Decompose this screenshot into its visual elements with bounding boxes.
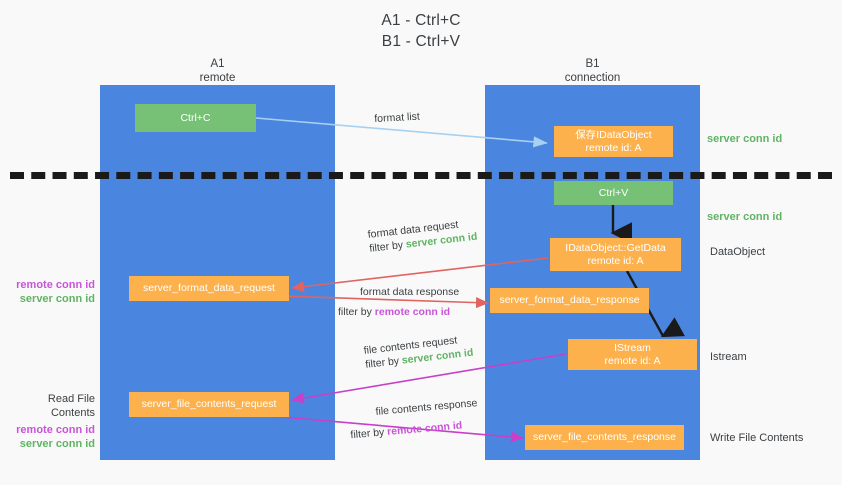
column-header-a1: A1 remote — [100, 58, 335, 85]
node-ctrl-v[interactable]: Ctrl+V — [554, 181, 673, 205]
annotation-read-file-contents: Read File Contents — [47, 393, 95, 419]
node-server-format-data-response-label: server_format_data_response — [499, 294, 640, 306]
annotation-format-remote-conn-id: remote conn id — [16, 279, 95, 291]
node-ctrl-c-label: Ctrl+C — [180, 111, 211, 124]
edge-label-format-data-response-line1: format data response — [360, 286, 460, 298]
column-b1-role: connection — [564, 71, 621, 84]
column-a1-role: remote — [199, 71, 236, 84]
edge-label-format-data-request-prefix: filter by — [368, 238, 407, 255]
node-server-file-contents-request[interactable]: server_file_contents_request — [129, 392, 289, 417]
annotation-server-conn-id-mid: server conn id — [707, 211, 783, 223]
annotation-istream: Istream — [710, 351, 747, 363]
annotation-server-conn-id-top: server conn id — [707, 133, 783, 145]
edge-label-file-contents-response-key: remote conn id — [386, 419, 463, 439]
edge-label-file-contents-response-line1: file contents response — [375, 397, 478, 418]
node-server-file-contents-response-label: server_file_contents_response — [532, 431, 676, 443]
node-server-format-data-response[interactable]: server_format_data_response — [490, 288, 649, 313]
node-save-idataobject[interactable]: 保存IDataObject remote id: A — [554, 126, 673, 157]
node-server-format-data-request-label: server_format_data_request — [143, 282, 275, 294]
annotation-file-remote-conn-id: remote conn id — [16, 424, 95, 436]
annotation-write-file-contents: Write File Contents — [710, 432, 804, 444]
annotation-group-format: remote conn id server conn id — [10, 278, 95, 306]
annotation-file-server-conn-id: server conn id — [19, 438, 95, 450]
column-header-b1: B1 connection — [485, 58, 700, 85]
node-istream-sub: remote id: A — [604, 354, 661, 367]
edge-label-format-data-response-line2: filter by remote conn id — [338, 305, 459, 319]
edge-label-file-contents-request-prefix: filter by — [364, 354, 403, 371]
column-b1-name: B1 — [585, 58, 600, 70]
title-line-1: A1 - Ctrl+C — [381, 12, 461, 29]
node-istream[interactable]: IStream remote id: A — [568, 339, 697, 370]
node-istream-label: IStream — [614, 341, 651, 354]
divider-dashed-line — [10, 172, 832, 179]
edge-label-file-contents-request: file contents request filter by server c… — [363, 332, 474, 372]
edge-label-format-list: format list — [374, 110, 421, 125]
edge-label-format-data-request: format data request filter by server con… — [367, 216, 478, 256]
annotation-dataobject: DataObject — [710, 246, 766, 258]
node-getdata[interactable]: IDataObject::GetData remote id: A — [550, 238, 681, 271]
edge-label-file-contents-response-line2: filter by remote conn id — [350, 417, 480, 442]
edge-label-file-contents-response: file contents response filter by remote … — [350, 396, 480, 441]
annotation-group-file: Read File Contents remote conn id server… — [8, 392, 95, 451]
node-server-file-contents-response[interactable]: server_file_contents_response — [525, 425, 684, 450]
node-ctrl-c[interactable]: Ctrl+C — [135, 104, 256, 132]
edge-label-file-contents-response-prefix: filter by — [350, 426, 388, 442]
annotation-format-server-conn-id: server conn id — [19, 293, 95, 305]
edge-label-format-data-response-key: remote conn id — [374, 306, 451, 318]
title-line-2: B1 - Ctrl+V — [381, 33, 461, 50]
node-ctrl-v-label: Ctrl+V — [598, 186, 629, 199]
node-server-file-contents-request-label: server_file_contents_request — [141, 398, 277, 410]
node-save-idataobject-sub: remote id: A — [585, 141, 642, 154]
node-server-format-data-request[interactable]: server_format_data_request — [129, 276, 289, 301]
node-getdata-label: IDataObject::GetData — [565, 241, 666, 254]
node-save-idataobject-label: 保存IDataObject — [575, 128, 652, 141]
edge-label-format-data-response: format data response filter by remote co… — [338, 285, 460, 319]
column-a1-name: A1 — [210, 58, 225, 70]
page-title: A1 - Ctrl+C B1 - Ctrl+V — [0, 10, 842, 52]
node-getdata-sub: remote id: A — [587, 254, 644, 267]
edge-label-format-data-response-prefix: filter by — [338, 306, 375, 318]
